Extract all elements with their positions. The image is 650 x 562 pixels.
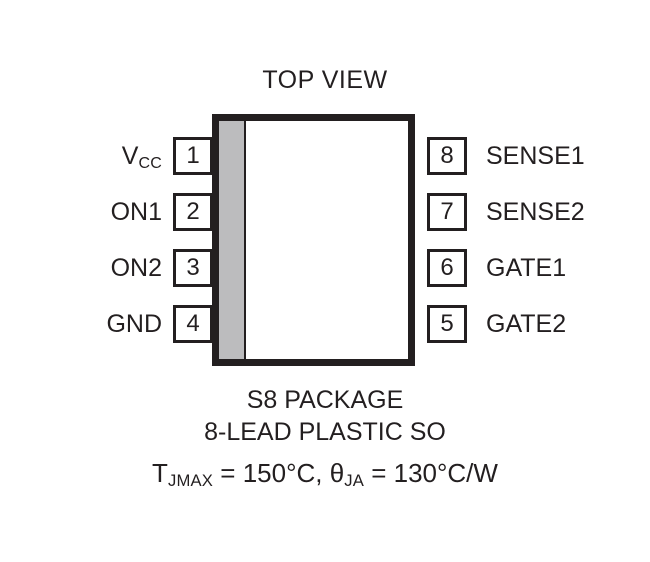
diagram-title: TOP VIEW: [262, 66, 388, 94]
pin-label-vcc: VCC: [122, 137, 162, 179]
caption-thermal-specs: TJMAX = 150°C, θJA = 130°C/W: [0, 458, 650, 491]
pin-box-1: 1: [173, 137, 213, 175]
pin-box-4: 4: [173, 305, 213, 343]
pin1-indicator-stripe: [219, 121, 246, 359]
package-body-outline: [212, 114, 415, 366]
theta-ja-value: = 130°C/W: [364, 458, 498, 488]
pin-label-gnd: GND: [106, 305, 162, 343]
caption-package-type: 8-LEAD PLASTIC SO: [204, 418, 446, 446]
pin-label-gnd-text: GND: [106, 310, 162, 338]
pin-box-3: 3: [173, 249, 213, 287]
pin-label-on1-text: ON1: [110, 198, 162, 226]
caption-package-name: S8 PACKAGE: [246, 386, 404, 414]
pin-label-on2: ON2: [111, 249, 162, 287]
theta-ja-symbol: θ: [329, 458, 345, 488]
pin-label-gate2-text: GATE2: [486, 310, 567, 338]
pin-label-sense2-text: SENSE2: [486, 198, 585, 226]
pin-label-sense2: SENSE2: [486, 193, 585, 231]
pin-label-sense1: SENSE1: [486, 137, 585, 175]
pin-label-on1: ON1: [111, 193, 162, 231]
pin-label-sense1-text: SENSE1: [486, 142, 585, 170]
pin-label-on2-text: ON2: [110, 254, 162, 282]
pin-box-7: 7: [427, 193, 467, 231]
pin-label-gate1: GATE1: [486, 249, 566, 287]
pin-box-6: 6: [427, 249, 467, 287]
tjmax-symbol: T: [152, 458, 168, 488]
pin-label-vcc-subscript: CC: [138, 155, 162, 173]
pin-label-vcc-text: V: [121, 142, 139, 170]
pin-box-5: 5: [427, 305, 467, 343]
tjmax-subscript: JMAX: [167, 471, 214, 491]
theta-ja-subscript: JA: [344, 471, 364, 491]
pin-box-8: 8: [427, 137, 467, 175]
pin-label-gate2: GATE2: [486, 305, 566, 343]
pin-label-gate1-text: GATE1: [486, 254, 567, 282]
tjmax-value: = 150°C,: [213, 458, 330, 488]
pin-box-2: 2: [173, 193, 213, 231]
